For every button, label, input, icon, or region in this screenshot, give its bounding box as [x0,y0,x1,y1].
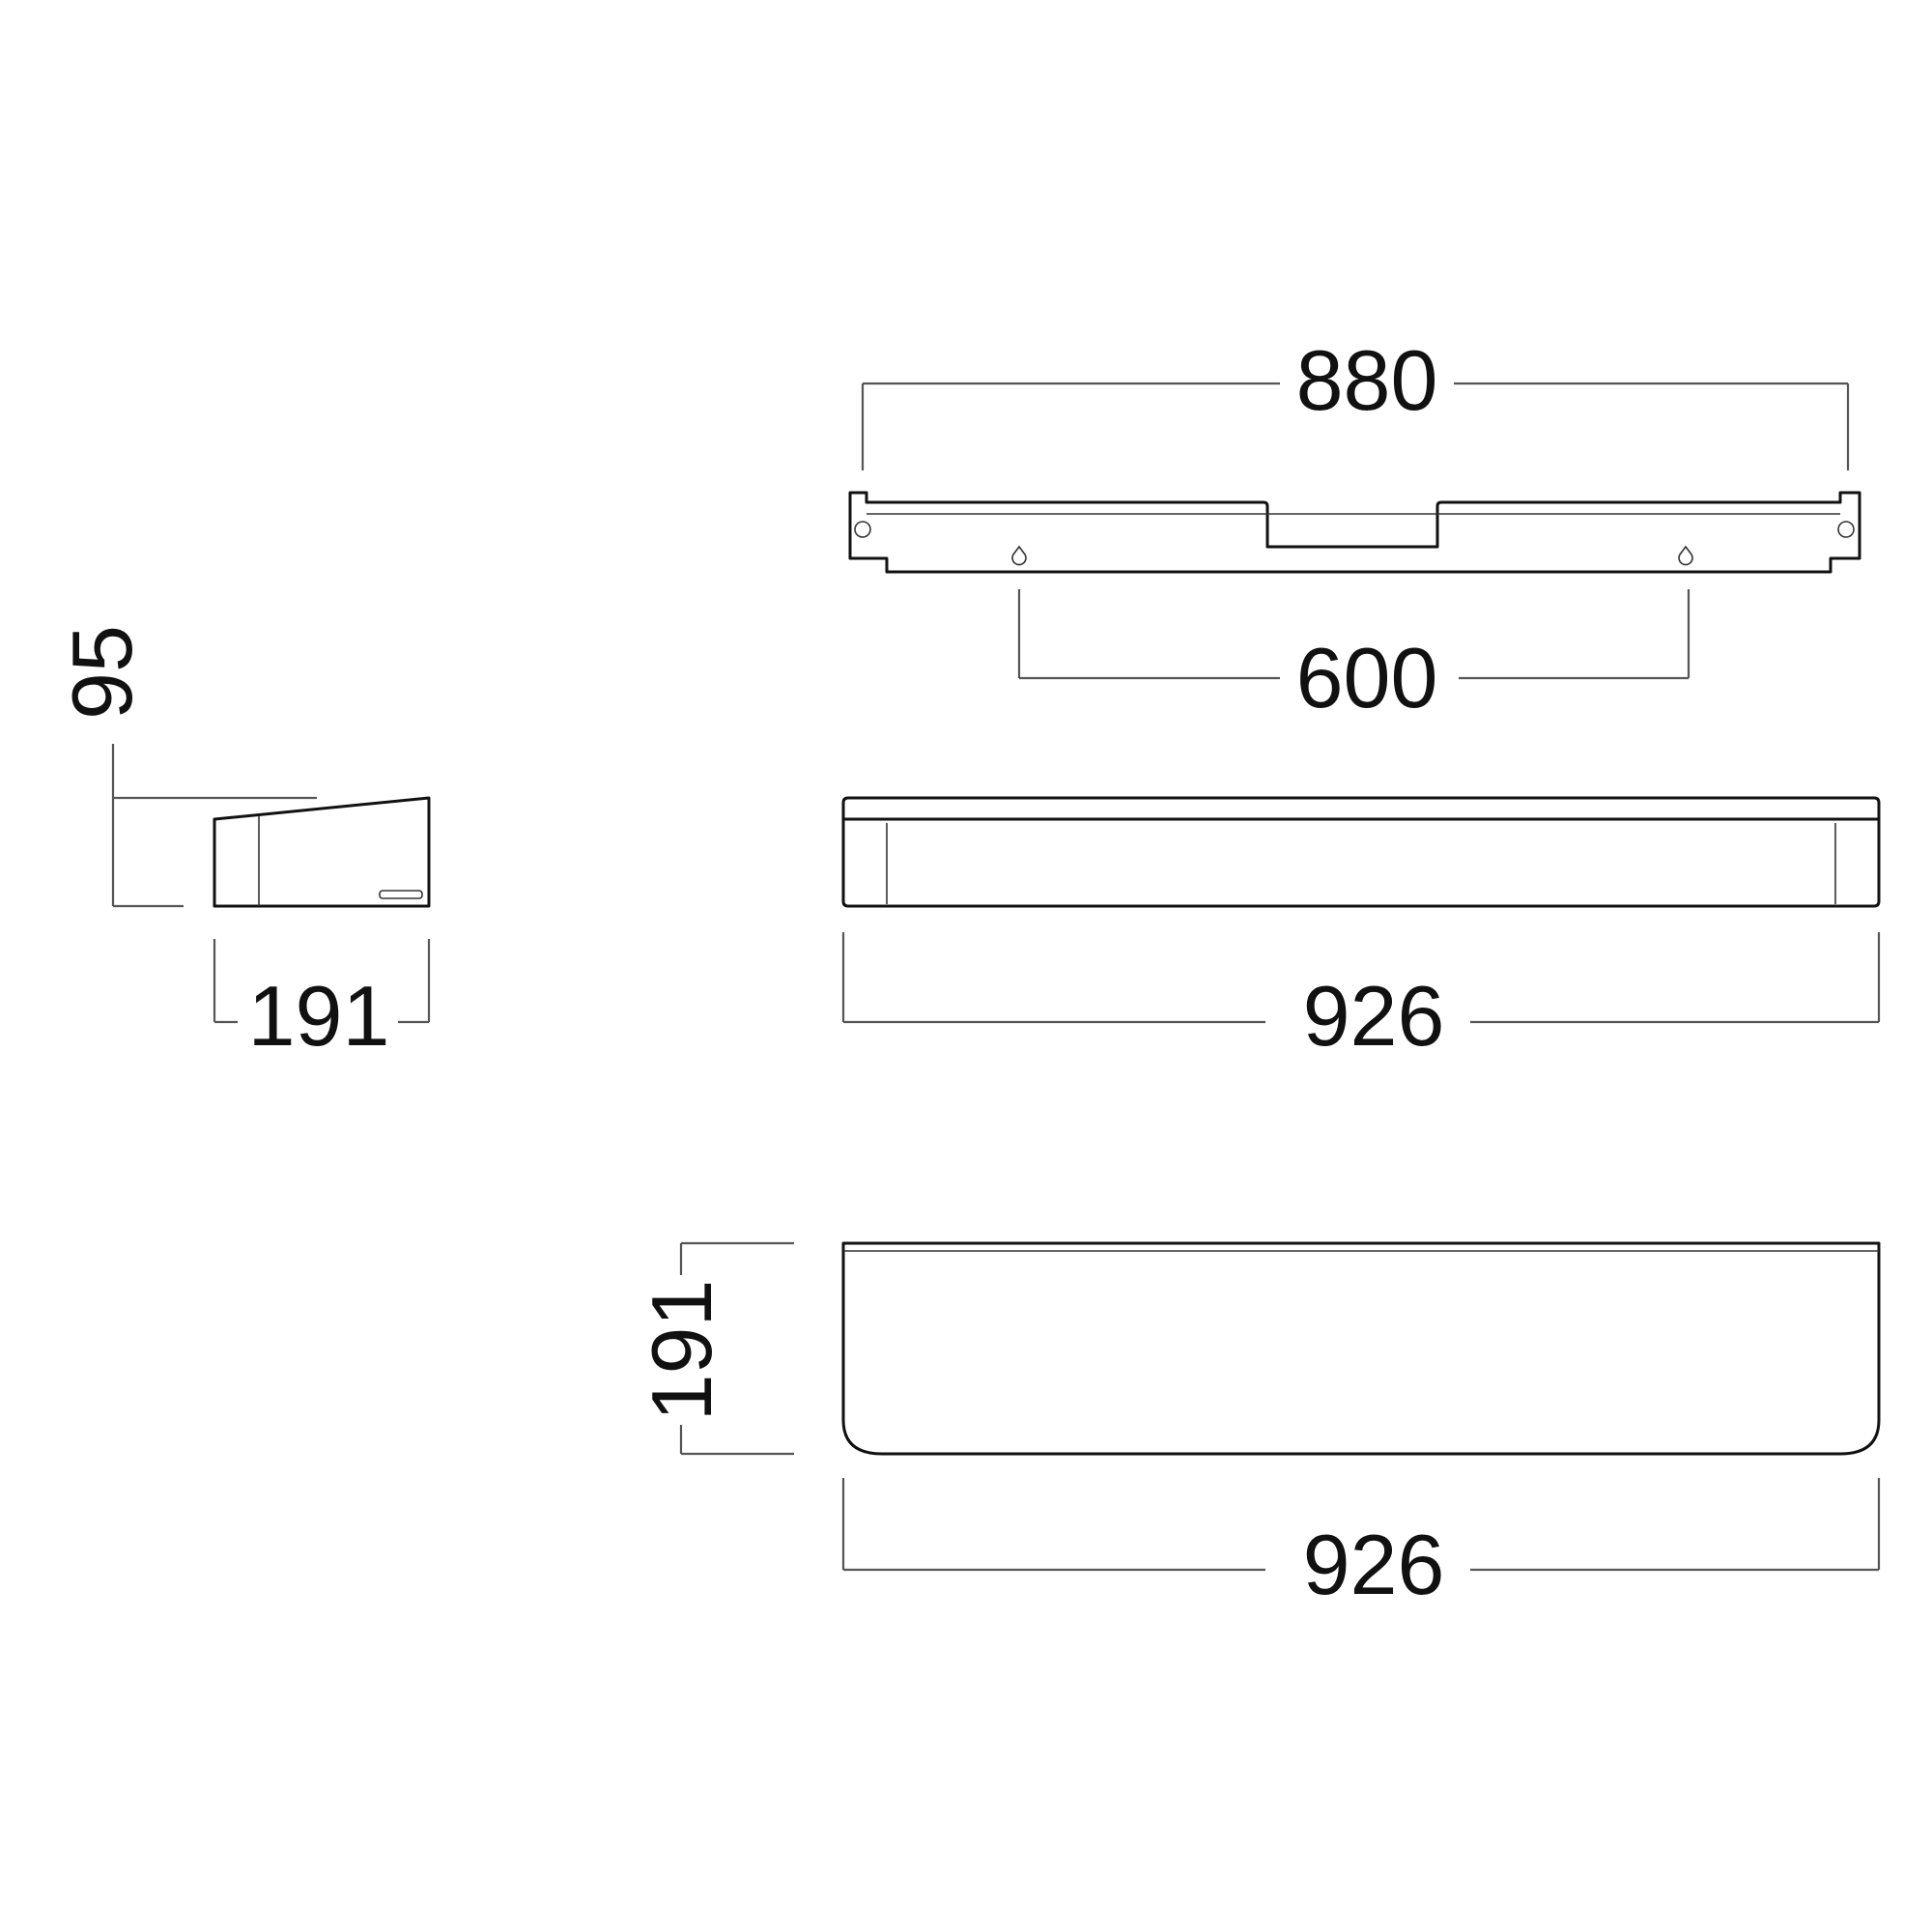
left-keyhole-icon [1011,545,1027,566]
side-depth-label: 191 [248,968,390,1064]
plate-overall-label: 880 [1296,332,1438,428]
side-height-label: 95 [54,625,150,720]
front-length-label: 926 [1303,968,1445,1064]
right-keyhole-icon [1678,545,1693,566]
mounting-plate-view: 880 600 [848,332,1861,725]
side-view-badge [379,890,423,899]
top-view-outline [841,1241,1881,1456]
side-view-outline [213,796,431,908]
side-view: 95 191 [54,625,431,1064]
front-view: 926 [841,796,1881,1064]
front-view-outline [841,796,1881,908]
top-depth-label: 191 [634,1280,729,1422]
top-view: 191 926 [634,1241,1881,1612]
left-end-slot-icon [854,521,871,538]
right-end-slot-icon [1837,521,1855,538]
plate-holes-label: 600 [1296,630,1438,725]
top-length-label: 926 [1303,1517,1445,1612]
mounting-plate-outline [848,491,1861,574]
